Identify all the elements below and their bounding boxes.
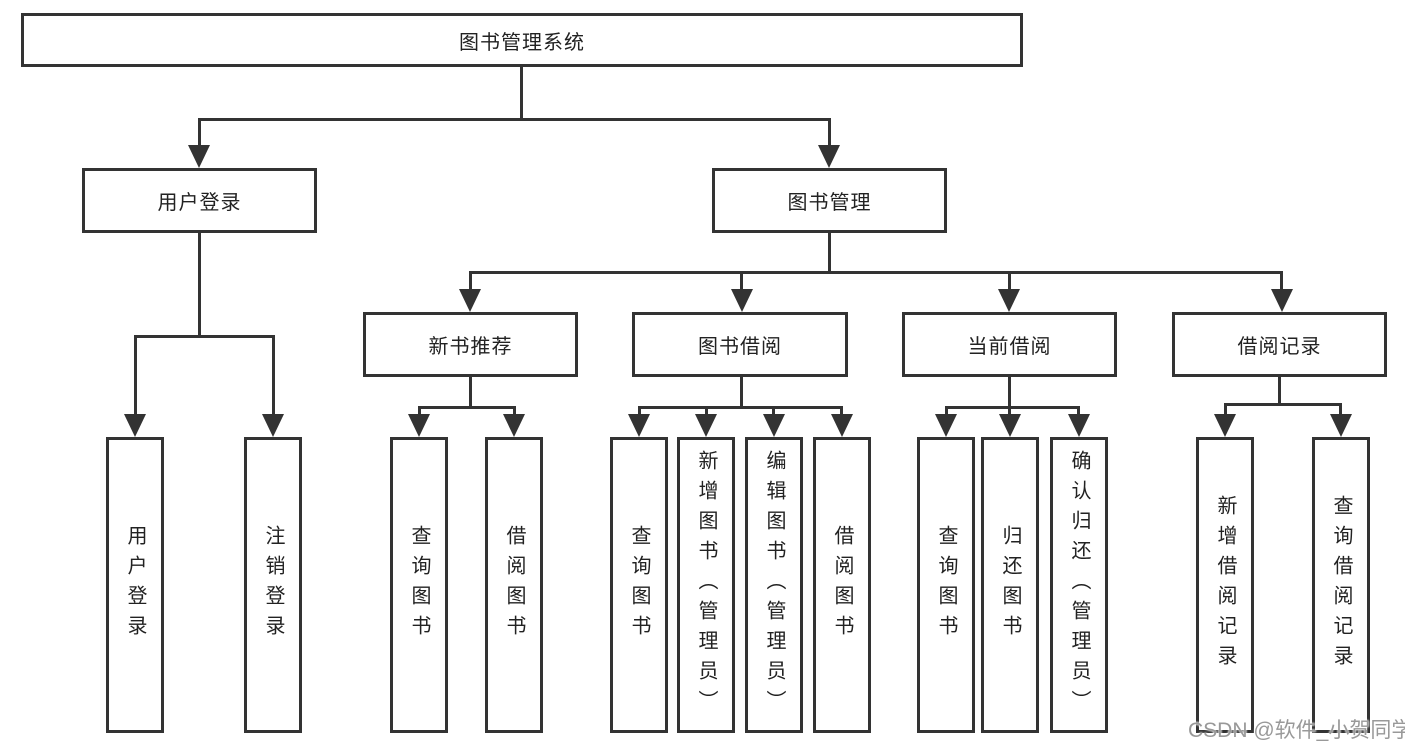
- connector-line: [418, 406, 516, 409]
- leaf-label: 查询借阅记录: [1330, 495, 1352, 675]
- node-library-management-system: 图书管理系统: [21, 13, 1023, 67]
- node-new-book-recommend: 新书推荐: [363, 312, 578, 377]
- arrow-down-icon: [188, 145, 210, 168]
- leaf-logout: 注销登录: [244, 437, 302, 733]
- arrow-down-icon: [262, 414, 284, 437]
- node-label: 借阅记录: [1237, 336, 1322, 358]
- leaf-label: 借阅图书: [503, 525, 525, 645]
- connector-line: [513, 406, 516, 416]
- arrow-down-icon: [503, 414, 525, 437]
- connector-line: [840, 406, 843, 416]
- connector-line: [945, 406, 1080, 409]
- leaf-return-books: 归还图书: [981, 437, 1039, 733]
- leaf-label: 用户登录: [124, 525, 146, 645]
- leaf-label: 确认归还（管理员）: [1068, 450, 1090, 720]
- connector-line: [740, 271, 743, 291]
- leaf-label: 归还图书: [999, 525, 1021, 645]
- connector-line: [134, 335, 275, 338]
- connector-line: [1339, 403, 1342, 416]
- node-label: 图书管理: [787, 192, 872, 214]
- connector-line: [1008, 271, 1011, 291]
- leaf-label: 查询图书: [408, 525, 430, 645]
- connector-line: [1280, 271, 1283, 291]
- leaf-user-login: 用户登录: [106, 437, 164, 733]
- leaf-query-books-recommend: 查询图书: [390, 437, 448, 733]
- arrow-down-icon: [731, 289, 753, 312]
- arrow-down-icon: [459, 289, 481, 312]
- node-label: 图书借阅: [698, 336, 782, 358]
- node-user-login: 用户登录: [82, 168, 317, 233]
- leaf-query-books-borrow: 查询图书: [610, 437, 668, 733]
- connector-line: [1008, 377, 1011, 417]
- leaf-label: 新增借阅记录: [1214, 495, 1236, 675]
- leaf-add-borrow-record: 新增借阅记录: [1196, 437, 1254, 733]
- connector-line: [1278, 377, 1281, 405]
- arrow-down-icon: [628, 414, 650, 437]
- leaf-label: 新增图书（管理员）: [695, 450, 717, 720]
- csdn-watermark: CSDN @软件_小贺同学: [1188, 719, 1405, 742]
- leaf-add-books-admin: 新增图书（管理员）: [677, 437, 735, 733]
- connector-line: [272, 335, 275, 415]
- arrow-down-icon: [1214, 414, 1236, 437]
- connector-line: [469, 271, 1283, 274]
- arrow-down-icon: [999, 414, 1021, 437]
- node-current-borrowing: 当前借阅: [902, 312, 1117, 377]
- connector-line: [1224, 403, 1227, 416]
- arrow-down-icon: [763, 414, 785, 437]
- leaf-label: 借阅图书: [831, 525, 853, 645]
- connector-line: [705, 406, 708, 416]
- node-label: 图书管理系统: [459, 31, 585, 54]
- connector-line: [638, 406, 843, 409]
- node-label: 新书推荐: [428, 336, 513, 358]
- arrow-down-icon: [818, 145, 840, 168]
- arrow-down-icon: [1271, 289, 1293, 312]
- leaf-borrow-books-recommend: 借阅图书: [485, 437, 543, 733]
- node-label: 当前借阅: [967, 336, 1052, 358]
- connector-line: [945, 406, 948, 416]
- arrow-down-icon: [695, 414, 717, 437]
- leaf-query-books-current: 查询图书: [917, 437, 975, 733]
- connector-line: [198, 233, 201, 336]
- arrow-down-icon: [124, 414, 146, 437]
- connector-line: [740, 377, 743, 408]
- connector-line: [469, 271, 472, 291]
- leaf-edit-books-admin: 编辑图书（管理员）: [745, 437, 803, 733]
- leaf-confirm-return-admin: 确认归还（管理员）: [1050, 437, 1108, 733]
- node-book-borrowing: 图书借阅: [632, 312, 848, 377]
- node-label: 用户登录: [157, 192, 242, 214]
- arrow-down-icon: [408, 414, 430, 437]
- leaf-label: 查询图书: [628, 525, 650, 645]
- connector-line: [772, 406, 775, 416]
- leaf-borrow-books: 借阅图书: [813, 437, 871, 733]
- arrow-down-icon: [1068, 414, 1090, 437]
- leaf-label: 编辑图书（管理员）: [763, 450, 785, 720]
- arrow-down-icon: [1330, 414, 1352, 437]
- leaf-label: 查询图书: [935, 525, 957, 645]
- leaf-label: 注销登录: [262, 525, 284, 645]
- arrow-down-icon: [998, 289, 1020, 312]
- node-book-management: 图书管理: [712, 168, 947, 233]
- connector-line: [134, 335, 137, 415]
- connector-line: [198, 118, 201, 148]
- connector-line: [638, 406, 641, 416]
- arrow-down-icon: [935, 414, 957, 437]
- connector-line: [520, 66, 523, 120]
- arrow-down-icon: [831, 414, 853, 437]
- connector-line: [418, 406, 421, 416]
- connector-line: [469, 377, 472, 408]
- connector-line: [828, 233, 831, 272]
- connector-line: [198, 118, 831, 121]
- connector-line: [828, 118, 831, 148]
- leaf-query-borrow-record: 查询借阅记录: [1312, 437, 1370, 733]
- connector-line: [1077, 406, 1080, 416]
- node-borrowing-records: 借阅记录: [1172, 312, 1387, 377]
- connector-line: [1224, 403, 1342, 406]
